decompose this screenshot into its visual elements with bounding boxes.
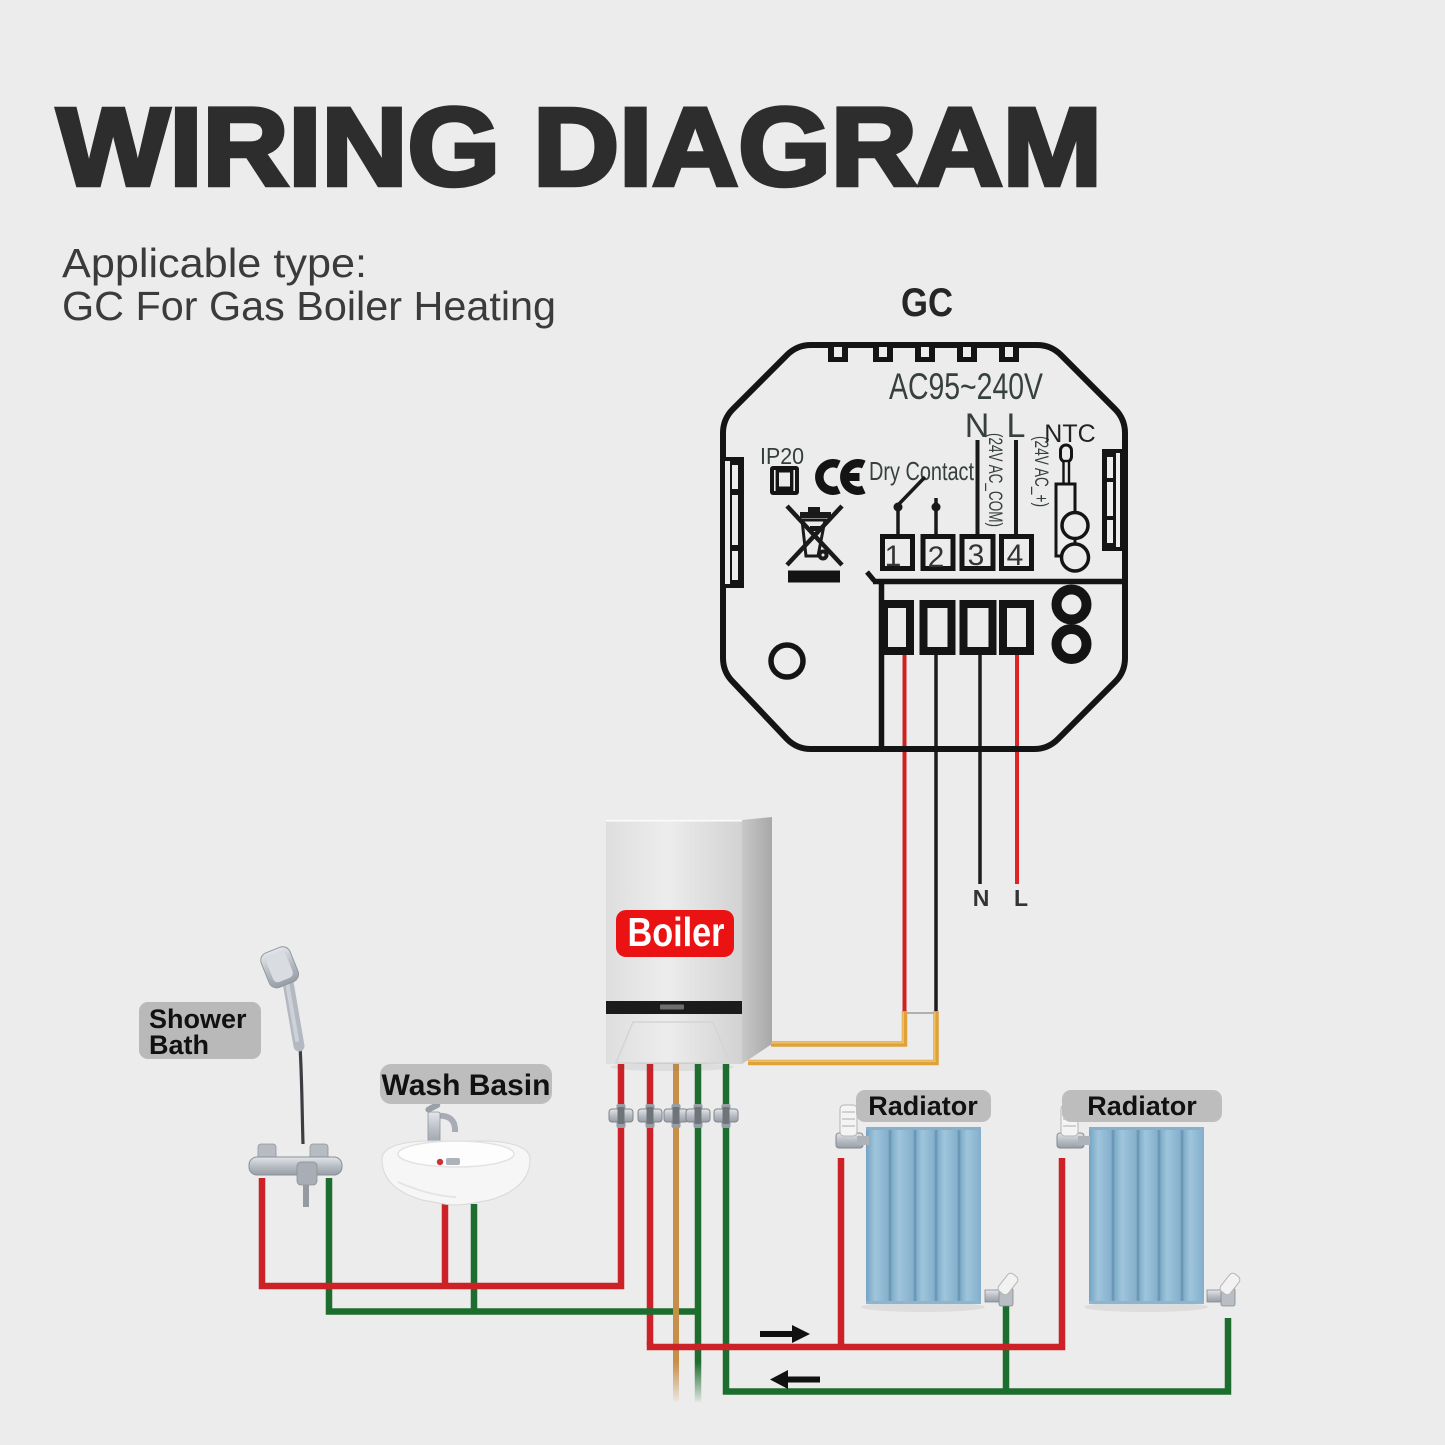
svg-text:L: L [1007, 407, 1026, 445]
svg-text:Applicable type:: Applicable type: [62, 240, 367, 286]
svg-text:3: 3 [968, 539, 985, 572]
svg-text:Bath: Bath [149, 1030, 209, 1060]
svg-text:(24V AC_COM): (24V AC_COM) [984, 433, 1005, 527]
svg-text:N: N [965, 407, 990, 445]
svg-text:Radiator: Radiator [868, 1091, 978, 1121]
svg-text:L: L [1014, 885, 1028, 911]
svg-text:GC: GC [901, 281, 953, 325]
svg-text:NTC: NTC [1044, 420, 1095, 448]
svg-text:2: 2 [928, 541, 945, 574]
svg-text:1: 1 [885, 540, 902, 573]
svg-text:GC For Gas Boiler Heating: GC For Gas Boiler Heating [62, 283, 556, 329]
svg-text:Shower: Shower [149, 1004, 247, 1034]
svg-text:(24V AC_+): (24V AC_+) [1030, 436, 1051, 507]
svg-text:AC95~240V: AC95~240V [889, 366, 1043, 407]
svg-text:Radiator: Radiator [1087, 1091, 1197, 1121]
svg-text:IP20: IP20 [760, 443, 804, 469]
svg-text:N: N [973, 885, 990, 911]
svg-text:WIRING DIAGRAM: WIRING DIAGRAM [57, 86, 1102, 209]
svg-text:Wash Basin: Wash Basin [382, 1069, 551, 1102]
svg-text:4: 4 [1007, 539, 1024, 572]
svg-text:Boiler: Boiler [628, 909, 725, 955]
